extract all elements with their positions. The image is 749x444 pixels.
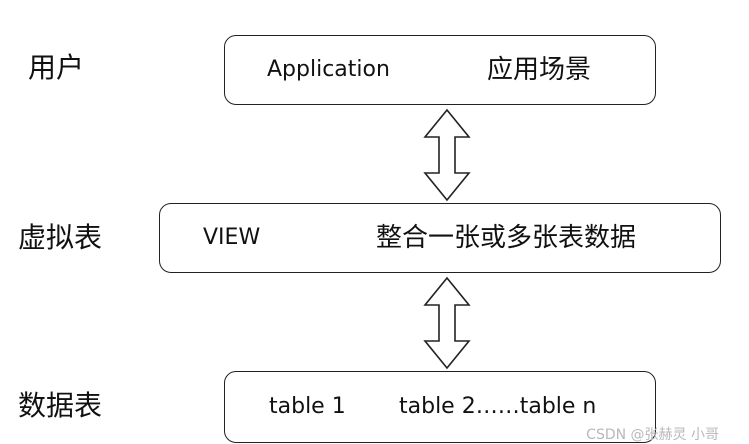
layer-label-virtual-table: 虚拟表 [18,221,103,254]
table-2-to-n-text: table 2……table n [399,394,597,419]
layer-label-data-table: 数据表 [18,389,103,422]
application-box: Application 应用场景 [224,35,656,105]
application-text: Application [267,57,390,82]
view-description-text: 整合一张或多张表数据 [376,223,637,253]
tables-box: table 1 table 2……table n [224,371,656,443]
double-arrow-icon [423,108,471,202]
double-arrow-icon [423,276,471,370]
application-scene-text: 应用场景 [487,55,592,85]
watermark: CSDN @张赫灵 小哥 [586,427,719,443]
view-box: VIEW 整合一张或多张表数据 [159,203,721,273]
table-1-text: table 1 [269,394,346,419]
view-text: VIEW [203,225,261,250]
layer-label-user: 用户 [28,51,85,84]
